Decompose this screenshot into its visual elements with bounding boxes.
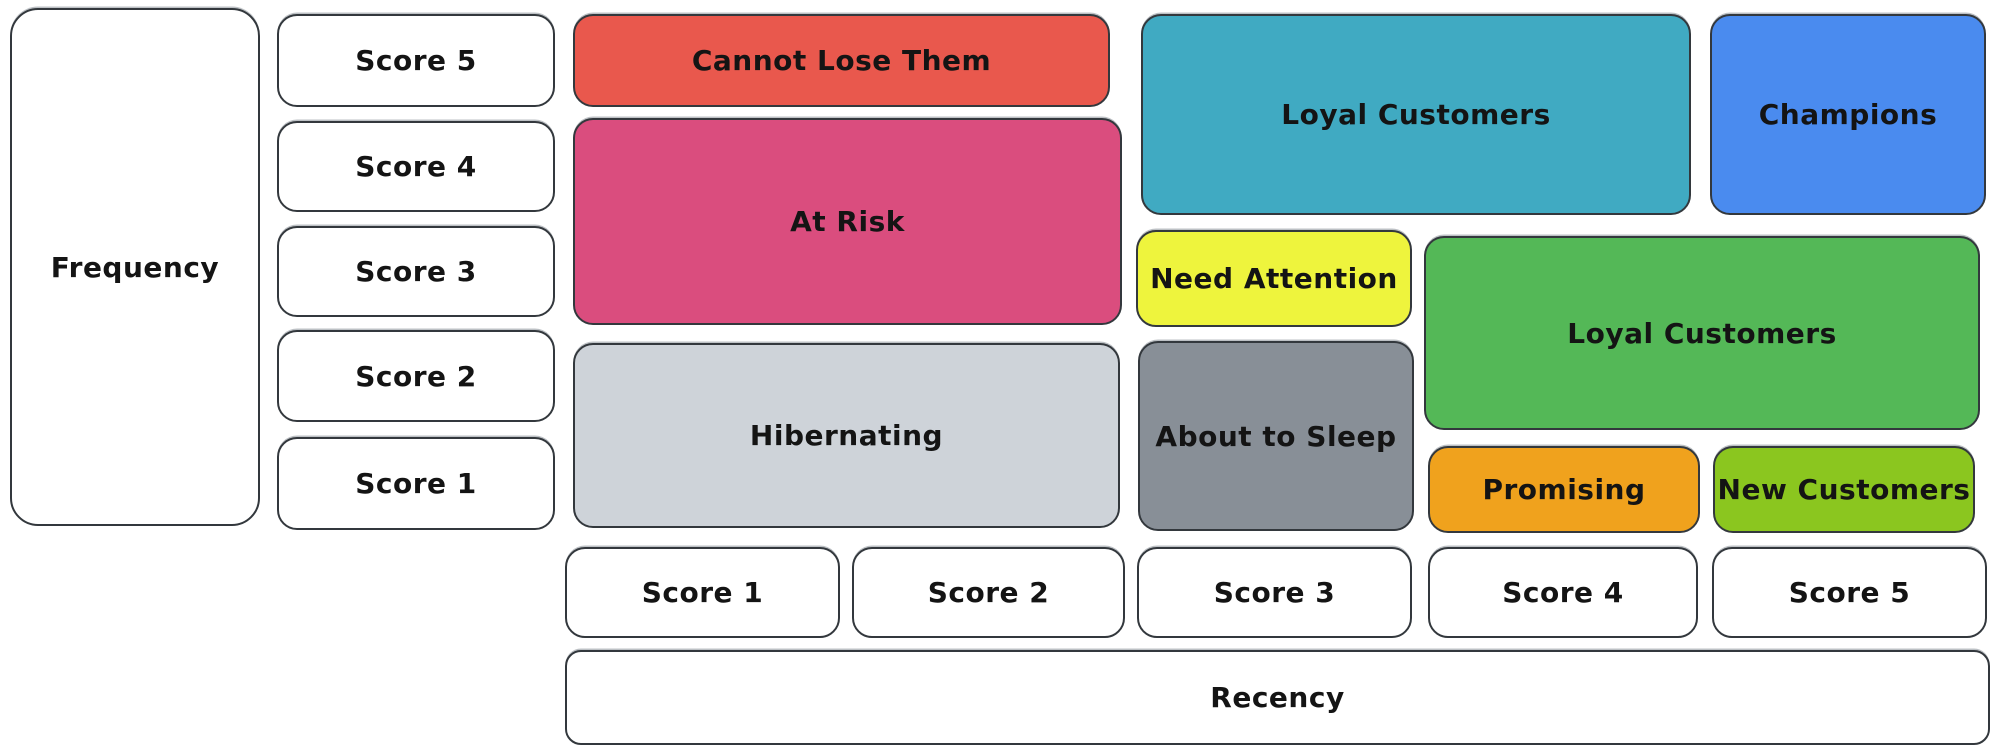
segment-loyal-customers-top: Loyal Customers — [1141, 14, 1691, 215]
segment-at-risk: At Risk — [573, 118, 1122, 325]
recency-score-2: Score 2 — [852, 547, 1125, 638]
segment-about-to-sleep: About to Sleep — [1138, 341, 1414, 531]
recency-score-4: Score 4 — [1428, 547, 1698, 638]
frequency-score-5: Score 5 — [277, 14, 555, 107]
segment-cannot-lose-them: Cannot Lose Them — [573, 14, 1110, 107]
recency-score-3: Score 3 — [1137, 547, 1412, 638]
frequency-score-2: Score 2 — [277, 330, 555, 422]
segment-need-attention: Need Attention — [1136, 230, 1412, 327]
segment-hibernating: Hibernating — [573, 343, 1120, 528]
recency-axis-label: Recency — [565, 650, 1990, 745]
segment-champions: Champions — [1710, 14, 1986, 215]
frequency-score-3: Score 3 — [277, 226, 555, 317]
frequency-axis-label: Frequency — [10, 8, 260, 526]
recency-score-1: Score 1 — [565, 547, 840, 638]
segment-loyal-customers-right: Loyal Customers — [1424, 236, 1980, 430]
frequency-score-4: Score 4 — [277, 121, 555, 212]
frequency-score-1: Score 1 — [277, 437, 555, 530]
segment-promising: Promising — [1428, 446, 1700, 533]
segment-new-customers: New Customers — [1713, 446, 1975, 533]
recency-score-5: Score 5 — [1712, 547, 1987, 638]
